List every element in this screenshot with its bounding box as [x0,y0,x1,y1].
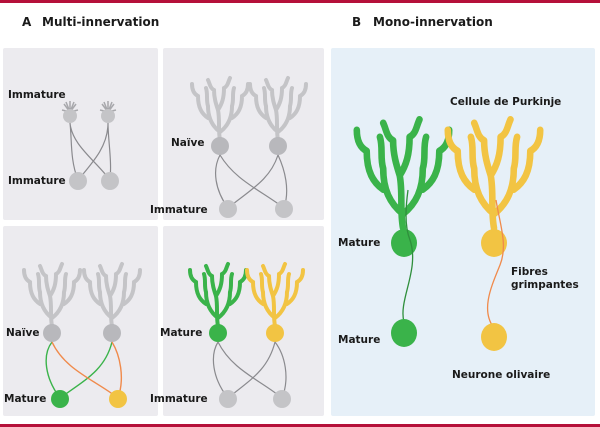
a4-dendrite-yellow [245,262,305,328]
a1-purkinje-soma-left [63,109,77,123]
section-b-title: Mono-innervation [373,15,493,29]
panel-a1 [3,48,158,220]
a4-olivary-soma-right [273,390,291,408]
a4-label-mature: Mature [160,327,203,339]
a2-dendrite-right [248,76,308,142]
a2-purkinje-soma-left [211,137,229,155]
a3-purkinje-soma-left [43,324,61,342]
section-b-letter: B [352,15,362,29]
b-olivary-soma-yellow [481,323,507,351]
panel-a4-art [188,262,305,408]
a3-orange-fibers [51,341,122,399]
a4-label-immature: Immature [150,393,208,405]
a2-olivary-soma-left [219,200,237,218]
a2-label-immature: Immature [150,204,208,216]
a3-label-naive: Naïve [6,327,40,339]
section-a-title: Multi-innervation [42,15,160,29]
b-purkinje-soma-green [391,229,417,257]
a4-olivary-soma-left [219,390,237,408]
a3-dendrite-right [82,262,142,328]
b-label-mature-bottom: Mature [338,334,381,346]
a3-label-mature: Mature [4,393,47,405]
b-dendrite-green [357,120,449,229]
a4-climbing-fibers [212,341,287,399]
b-dendrite-yellow [448,120,540,229]
b-label-fibres-line2: grimpantes [511,279,579,291]
a1-label-immature-top: Immature [8,89,66,101]
a1-label-immature-bottom: Immature [8,175,66,187]
a3-purkinje-soma-right [103,324,121,342]
b-label-purkinje: Cellule de Purkinje [450,96,562,108]
section-a-letter: A [22,15,32,29]
bottom-rule [0,424,600,427]
a2-label-naive: Naïve [171,137,205,149]
panel-a2-art [190,76,308,218]
top-rule [0,0,600,3]
panel-a4 [163,226,324,416]
panel-a1-art [61,101,119,190]
a2-dendrite-left [190,76,250,142]
b-orange-climbing-fiber [486,199,505,329]
a2-olivary-soma-right [275,200,293,218]
a4-purkinje-soma-yellow [266,324,284,342]
a1-olivary-soma-left [69,172,87,190]
b-green-climbing-fiber [402,189,414,323]
panel-b [331,48,595,416]
b-purkinje-soma-yellow [481,229,507,257]
a4-purkinje-soma-green [209,324,227,342]
a2-climbing-fibers [214,154,288,209]
b-label-olivary: Neurone olivaire [452,369,551,381]
a4-dendrite-green [188,262,248,328]
b-olivary-soma-green [391,319,417,347]
a1-purkinje-soma-right [101,109,115,123]
panel-a3-art [22,262,142,408]
a2-purkinje-soma-right [269,137,287,155]
a3-olivary-soma-green [51,390,69,408]
a3-dendrite-left [22,262,82,328]
panel-b-art [357,120,540,351]
panel-a2 [163,48,324,220]
a1-olivary-soma-right [101,172,119,190]
b-label-mature-top: Mature [338,237,381,249]
a3-olivary-soma-yellow [109,390,127,408]
b-label-fibres-line1: Fibres [511,266,548,278]
a1-climbing-fibers [69,122,112,181]
